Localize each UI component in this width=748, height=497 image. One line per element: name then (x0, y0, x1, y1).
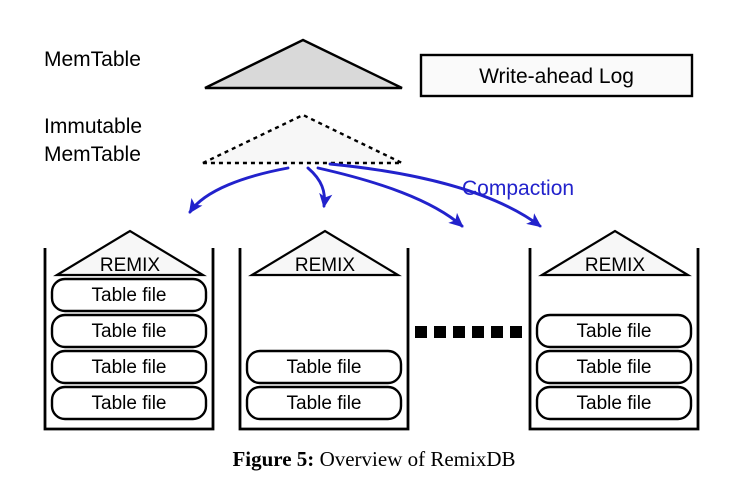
immutable-memtable-label-line1: Immutable (44, 115, 142, 138)
tablefile-label: Table file (92, 393, 167, 414)
level-container-1-tablefile-2: Table file (50, 313, 208, 349)
level-container-3: REMIX Table file Table file Table file (528, 229, 700, 431)
tablefile-box (245, 385, 403, 421)
level-container-3-walls (528, 248, 700, 431)
tablefile-label: Table file (92, 285, 167, 306)
ellipsis-dots (415, 326, 522, 338)
ellipsis-dot-5 (491, 326, 503, 338)
level-container-1-walls (43, 248, 215, 431)
level-container-3-tablefile-3: Table file (535, 385, 693, 421)
ellipsis-dot-3 (453, 326, 465, 338)
ellipsis-dot-4 (472, 326, 484, 338)
tablefile-label: Table file (577, 393, 652, 414)
immutable-memtable-label-line2: MemTable (44, 143, 141, 166)
tablefile-box (535, 385, 693, 421)
level-container-3-remix-label: REMIX (585, 255, 646, 276)
tablefile-label: Table file (287, 393, 362, 414)
level-container-1-tablefile-1: Table file (50, 277, 208, 313)
ellipsis-dot-2 (434, 326, 446, 338)
ellipsis-dot-6 (510, 326, 522, 338)
tablefile-label: Table file (287, 357, 362, 378)
compaction-arrow-4 (328, 162, 542, 228)
write-ahead-log-box (419, 53, 694, 98)
tablefile-box (245, 349, 403, 385)
compaction-arrow-2 (306, 166, 333, 209)
tablefile-box (50, 277, 208, 313)
tablefile-box (535, 349, 693, 385)
memtable-triangle (204, 38, 403, 90)
level-container-1: REMIX Table file Table file Table file T… (43, 229, 215, 431)
immutable-memtable-triangle (202, 113, 403, 165)
level-container-3-remix-triangle (538, 229, 692, 277)
level-container-1-tablefile-4: Table file (50, 385, 208, 421)
memtable-label: MemTable (44, 48, 141, 71)
level-container-2-tablefile-1: Table file (245, 349, 403, 385)
level-container-2: REMIX Table file Table file (238, 229, 410, 431)
compaction-arrow-3 (316, 166, 464, 228)
figure-caption: Figure 5: Overview of RemixDB (0, 447, 748, 472)
write-ahead-log-label: Write-ahead Log (479, 65, 634, 88)
tablefile-box (50, 313, 208, 349)
tablefile-box (50, 349, 208, 385)
figure-caption-text: Overview of RemixDB (314, 447, 516, 471)
level-container-2-tablefile-2: Table file (245, 385, 403, 421)
level-container-2-walls (238, 248, 410, 431)
tablefile-box (535, 313, 693, 349)
level-container-2-remix-label: REMIX (295, 255, 356, 276)
level-container-3-tablefile-2: Table file (535, 349, 693, 385)
tablefile-label: Table file (92, 321, 167, 342)
figure-caption-label: Figure 5: (232, 447, 315, 471)
level-container-1-tablefile-3: Table file (50, 349, 208, 385)
level-container-2-remix-triangle (248, 229, 402, 277)
tablefile-label: Table file (92, 357, 167, 378)
level-container-1-remix-label: REMIX (100, 255, 161, 276)
compaction-arrow-1 (188, 166, 290, 214)
tablefile-label: Table file (577, 357, 652, 378)
level-container-1-remix-triangle (53, 229, 207, 277)
compaction-label: Compaction (462, 177, 574, 200)
compaction-arrow-group (188, 162, 542, 228)
ellipsis-dot-1 (415, 326, 427, 338)
tablefile-label: Table file (577, 321, 652, 342)
tablefile-box (50, 385, 208, 421)
level-container-3-tablefile-1: Table file (535, 313, 693, 349)
